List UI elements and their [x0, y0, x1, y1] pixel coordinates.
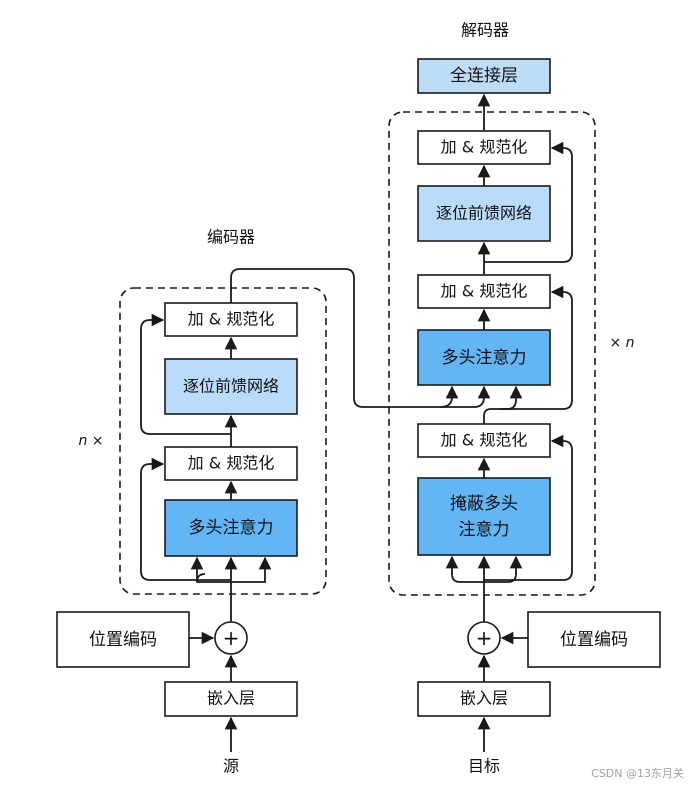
source-add-circle: + [214, 621, 248, 655]
encoder-connections [140, 268, 491, 752]
source-label: 源 [223, 757, 239, 776]
encoder-add-norm-2-label: 加 & 规范化 [188, 310, 275, 329]
decoder-fc: 全连接层 [417, 58, 551, 94]
source-pos-encoding-label: 位置编码 [89, 630, 157, 650]
decoder-attention: 多头注意力 [417, 329, 551, 386]
decoder-title: 解码器 [461, 21, 509, 40]
encoder-ffn: 逐位前馈网络 [164, 358, 298, 415]
target-label: 目标 [468, 757, 500, 776]
decoder-add-norm-1: 加 & 规范化 [417, 423, 551, 458]
decoder-block-boundary [388, 111, 596, 596]
source-pos-encoding: 位置编码 [56, 611, 190, 668]
encoder-block-boundary [119, 287, 327, 595]
decoder-connections [445, 93, 573, 752]
encoder-attention-label: 多头注意力 [189, 518, 274, 538]
decoder-add-norm-3-label: 加 & 规范化 [441, 138, 528, 157]
watermark: CSDN @13东月关 [591, 766, 684, 780]
source-embedding-label: 嵌入层 [207, 689, 255, 708]
decoder-add-norm-2: 加 & 规范化 [417, 274, 551, 309]
decoder-add-norm-1-label: 加 & 规范化 [441, 431, 528, 450]
decoder-repeat-label: × n [609, 335, 634, 351]
decoder-ffn: 逐位前馈网络 [417, 185, 551, 242]
encoder-add-norm-2: 加 & 规范化 [164, 302, 298, 337]
target-add-circle: + [467, 621, 501, 655]
target-embedding-label: 嵌入层 [460, 689, 508, 708]
decoder-fc-label: 全连接层 [450, 66, 518, 86]
source-embedding: 嵌入层 [164, 681, 298, 717]
decoder-add-norm-2-label: 加 & 规范化 [441, 282, 528, 301]
encoder-ffn-label: 逐位前馈网络 [183, 377, 279, 396]
encoder-attention: 多头注意力 [164, 499, 298, 557]
target-embedding: 嵌入层 [417, 681, 551, 717]
decoder-masked-attention: 掩蔽多头 注意力 [417, 477, 551, 556]
decoder-masked-attention-line1: 掩蔽多头 [450, 494, 518, 514]
encoder-add-norm-1-label: 加 & 规范化 [188, 454, 275, 473]
decoder-ffn-label: 逐位前馈网络 [436, 204, 532, 223]
decoder-masked-attention-line2: 注意力 [459, 520, 510, 540]
target-plus-sign: + [476, 626, 493, 650]
target-pos-encoding: 位置编码 [527, 611, 661, 668]
encoder-add-norm-1: 加 & 规范化 [164, 446, 298, 481]
source-plus-sign: + [223, 626, 240, 650]
target-pos-encoding-label: 位置编码 [560, 630, 628, 650]
encoder-title: 编码器 [207, 228, 255, 247]
decoder-add-norm-3: 加 & 规范化 [417, 130, 551, 165]
decoder-attention-label: 多头注意力 [442, 348, 527, 368]
encoder-repeat-label: n × [78, 433, 103, 449]
